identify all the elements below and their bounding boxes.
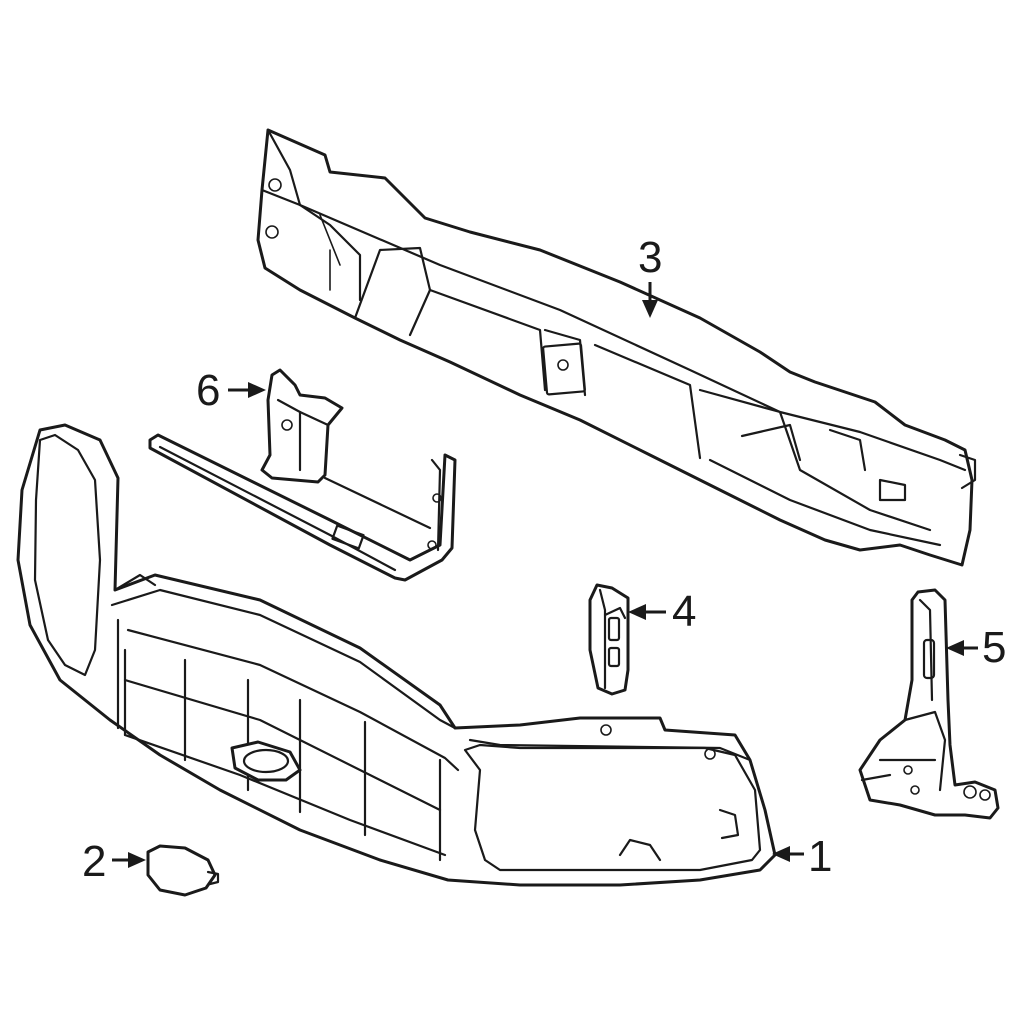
callout-number: 6	[196, 366, 220, 415]
arrow-icon	[772, 846, 790, 862]
callout-number: 3	[638, 233, 662, 282]
callout-number: 4	[672, 587, 696, 636]
arrow-icon	[628, 604, 646, 620]
callout-6: 6	[196, 366, 266, 415]
callout-number: 1	[808, 832, 832, 881]
part-3-reinforcement-beam	[256, 128, 977, 567]
callout-5: 5	[946, 623, 1006, 672]
arrow-icon	[642, 300, 658, 318]
callout-4: 4	[628, 587, 696, 636]
arrow-icon	[946, 640, 964, 656]
callout-3: 3	[638, 233, 662, 318]
callout-number: 5	[982, 623, 1006, 672]
part-4-bracket	[588, 583, 630, 696]
callout-2: 2	[82, 837, 146, 886]
arrow-icon	[248, 382, 266, 398]
part-1-grille	[16, 423, 777, 887]
arrow-icon	[128, 852, 146, 868]
callout-number: 2	[82, 837, 106, 886]
part-6-bracket-assembly	[148, 368, 457, 582]
callout-1: 1	[772, 832, 832, 881]
part-2-emblem	[146, 844, 220, 897]
part-5-bracket	[858, 588, 1000, 820]
